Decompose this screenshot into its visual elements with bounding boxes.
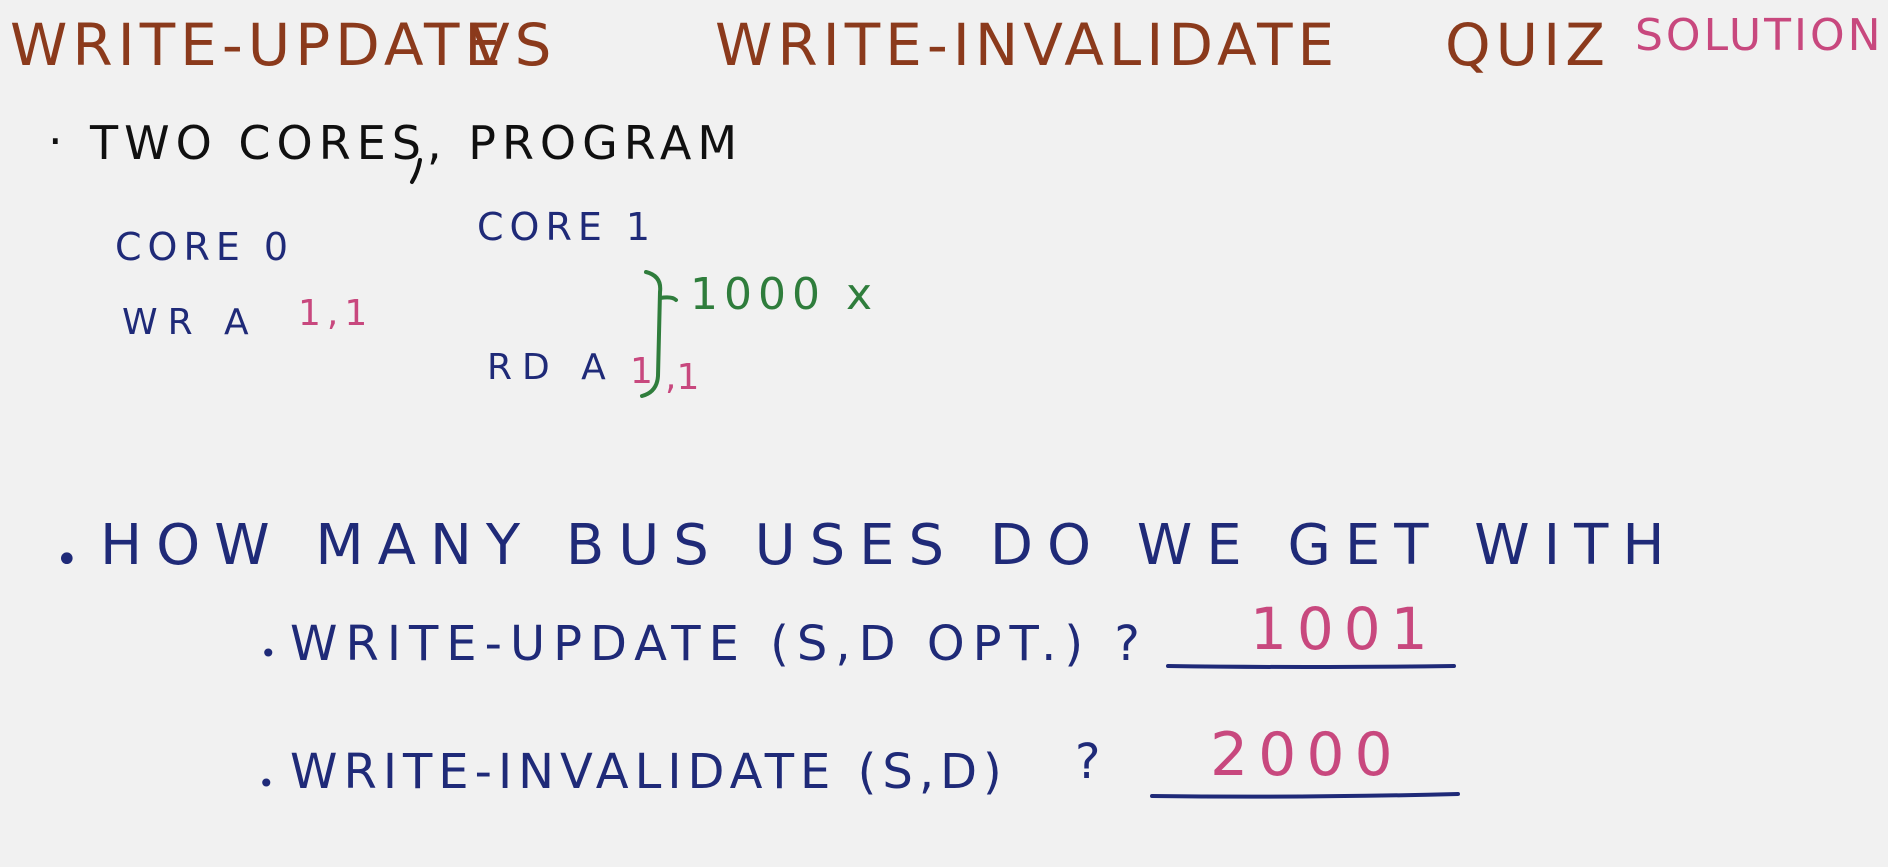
core0-instruction: WR A bbox=[122, 302, 259, 343]
title-vs: VS bbox=[470, 11, 557, 79]
core1-state-annotation-2: ,1 bbox=[665, 357, 700, 398]
title-write-invalidate: WRITE-INVALIDATE bbox=[715, 11, 1340, 79]
q1-answer-underline bbox=[1166, 664, 1456, 669]
loop-brace-tick bbox=[658, 295, 678, 302]
core1-instruction: RD A bbox=[487, 347, 616, 388]
q2-dot: • bbox=[258, 767, 275, 800]
q2-answer: 2000 bbox=[1210, 720, 1403, 790]
core0-label: CORE 0 bbox=[115, 225, 295, 269]
title-write-update: WRITE-UPDATE bbox=[10, 11, 507, 79]
q1-answer: 1001 bbox=[1250, 595, 1438, 663]
q2-answer-underline bbox=[1150, 792, 1460, 799]
q1-dot: • bbox=[260, 637, 277, 670]
repeat-count: 1000 x bbox=[690, 269, 879, 320]
title-solution: SOLUTION bbox=[1635, 10, 1884, 61]
core0-state-annotation: 1,1 bbox=[298, 293, 374, 334]
q1-text: WRITE-UPDATE (S,D OPT.) ? bbox=[290, 616, 1148, 672]
core1-state-annotation: 1 bbox=[630, 351, 653, 392]
q2-question-mark: ? bbox=[1075, 734, 1101, 790]
q2-text: WRITE-INVALIDATE (S,D) bbox=[290, 744, 1008, 800]
bullet1-text: TWO CORES, PROGRAM bbox=[90, 116, 744, 170]
bullet-dot-2: • bbox=[55, 537, 79, 583]
bullet2-text: HOW MANY BUS USES DO WE GET WITH bbox=[100, 513, 1679, 578]
title-quiz: QUIZ bbox=[1445, 11, 1610, 79]
core1-label: CORE 1 bbox=[477, 205, 657, 249]
bullet-dot-1: · bbox=[48, 114, 63, 168]
